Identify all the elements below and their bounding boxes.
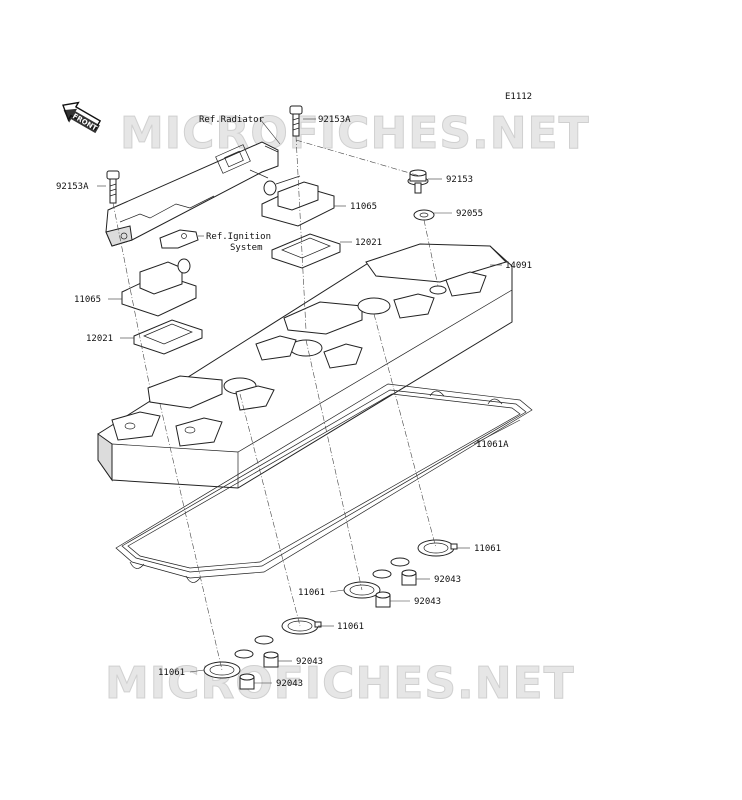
label-92043-c: 92043 (296, 657, 323, 667)
label-92153A-top: 92153A (318, 115, 351, 125)
ignition-bracket (159, 229, 199, 249)
bolt-92153A-top (289, 105, 303, 137)
gasket-11061A (115, 383, 533, 583)
front-arrow-icon: FRONT (62, 101, 102, 134)
washer-92055 (413, 209, 435, 221)
label-12021-left: 12021 (86, 334, 113, 344)
leader-lines (97, 118, 521, 684)
label-12021-right: 12021 (355, 238, 382, 248)
collar-92043-c (263, 651, 279, 668)
radiator-bracket (105, 141, 279, 247)
plug-gasket-11061-c (281, 617, 322, 635)
label-92043-b: 92043 (414, 597, 441, 607)
label-11061-a: 11061 (474, 544, 501, 554)
label-11061A: 11061A (476, 440, 509, 450)
label-92153: 92153 (446, 175, 473, 185)
watermark-top: MICROFICHES.NET (120, 108, 590, 159)
label-92153A-left: 92153A (56, 182, 89, 192)
label-11065-left: 11065 (74, 295, 101, 305)
collar-92043-b (375, 591, 391, 608)
alignment-lines (112, 135, 439, 671)
label-92043-a: 92043 (434, 575, 461, 585)
ref-ignition-label-line2: System (230, 243, 263, 253)
label-11061-b: 11061 (298, 588, 325, 598)
plug-gasket-11061-a (417, 539, 458, 557)
diagram-code: E1112 (505, 92, 532, 102)
label-11065-right: 11065 (350, 202, 377, 212)
ref-radiator-label: Ref.Radiator (199, 115, 265, 125)
plug-cap-11065-left (121, 258, 197, 317)
plug-cap-11065-right (261, 175, 335, 227)
collar-92043-a (401, 569, 417, 586)
ref-ignition-label-line1: Ref.Ignition (206, 232, 271, 242)
bolt-92153A-left (106, 170, 120, 204)
small-rings (234, 557, 410, 659)
cylinder-head-cover-14091 (97, 243, 513, 489)
watermark-bottom: MICROFICHES.NET (105, 658, 575, 709)
label-14091: 14091 (505, 261, 532, 271)
grommet-12021-left (133, 319, 203, 355)
label-11061-d: 11061 (158, 668, 185, 678)
plug-gasket-11061-d (203, 661, 241, 679)
collar-92043-d (239, 673, 255, 690)
bolt-92153 (407, 169, 429, 194)
grommet-12021-right (271, 233, 341, 269)
label-11061-c: 11061 (337, 622, 364, 632)
label-92055: 92055 (456, 209, 483, 219)
label-92043-d: 92043 (276, 679, 303, 689)
